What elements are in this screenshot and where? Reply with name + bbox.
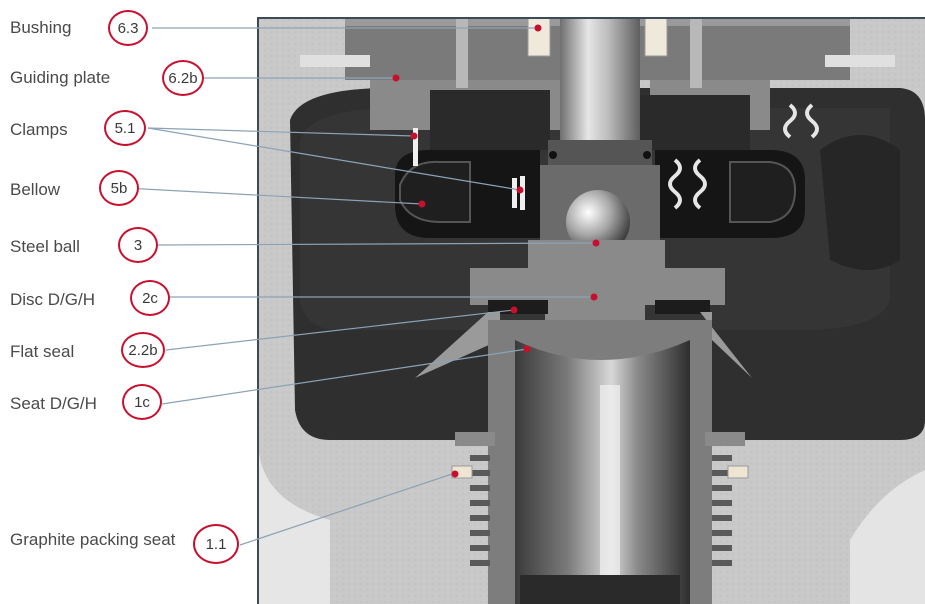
section-frame [257, 17, 925, 604]
badge-guiding-plate: 6.2b [162, 60, 204, 96]
bellow-assembly [395, 103, 819, 238]
label-clamps: Clamps [10, 120, 68, 139]
label-graphite-packing-seat: Graphite packing seat [10, 530, 176, 549]
marker-flat-seal [510, 306, 518, 314]
leader-flat-seal [165, 309, 515, 351]
leader-steel-ball [157, 242, 597, 246]
marker-disc [590, 293, 598, 301]
label-bushing: Bushing [10, 18, 72, 37]
marker-guiding-plate [392, 74, 400, 82]
disc [470, 240, 725, 340]
label-steel-ball: Steel ball [10, 237, 80, 256]
badge-clamps: 5.1 [104, 110, 146, 146]
marker-bellow [418, 200, 426, 208]
label-disc: Disc D/G/H [10, 290, 95, 309]
leader-lines [124, 27, 597, 546]
marker-graphite-packing [451, 470, 459, 478]
badge-seat: 1c [122, 384, 162, 420]
badge-flat-seal: 2.2b [121, 332, 165, 368]
leader-seat [161, 348, 528, 405]
badge-bushing: 6.3 [108, 10, 148, 46]
leader-clamps-2 [147, 127, 521, 191]
marker-seat [523, 345, 531, 353]
leader-graphite-packing [239, 473, 453, 546]
marker-clamps-2 [516, 186, 524, 194]
label-bellow: Bellow [10, 180, 61, 199]
badge-bellow: 5b [99, 170, 139, 206]
marker-bushing [534, 24, 542, 32]
label-seat: Seat D/G/H [10, 394, 97, 413]
steel-ball-shape [566, 190, 630, 254]
leader-clamps-1 [147, 127, 415, 137]
seat [415, 312, 752, 604]
label-flat-seal: Flat seal [10, 342, 75, 361]
leader-bellow [124, 187, 423, 205]
stem [540, 18, 660, 267]
label-guiding-plate: Guiding plate [10, 68, 111, 87]
marker-clamps-1 [410, 132, 418, 140]
marker-dots [392, 24, 600, 478]
marker-steel-ball [592, 239, 600, 247]
badge-graphite-packing-seat: 1.1 [193, 524, 239, 564]
badge-steel-ball: 3 [118, 227, 158, 263]
badge-disc: 2c [130, 280, 170, 316]
